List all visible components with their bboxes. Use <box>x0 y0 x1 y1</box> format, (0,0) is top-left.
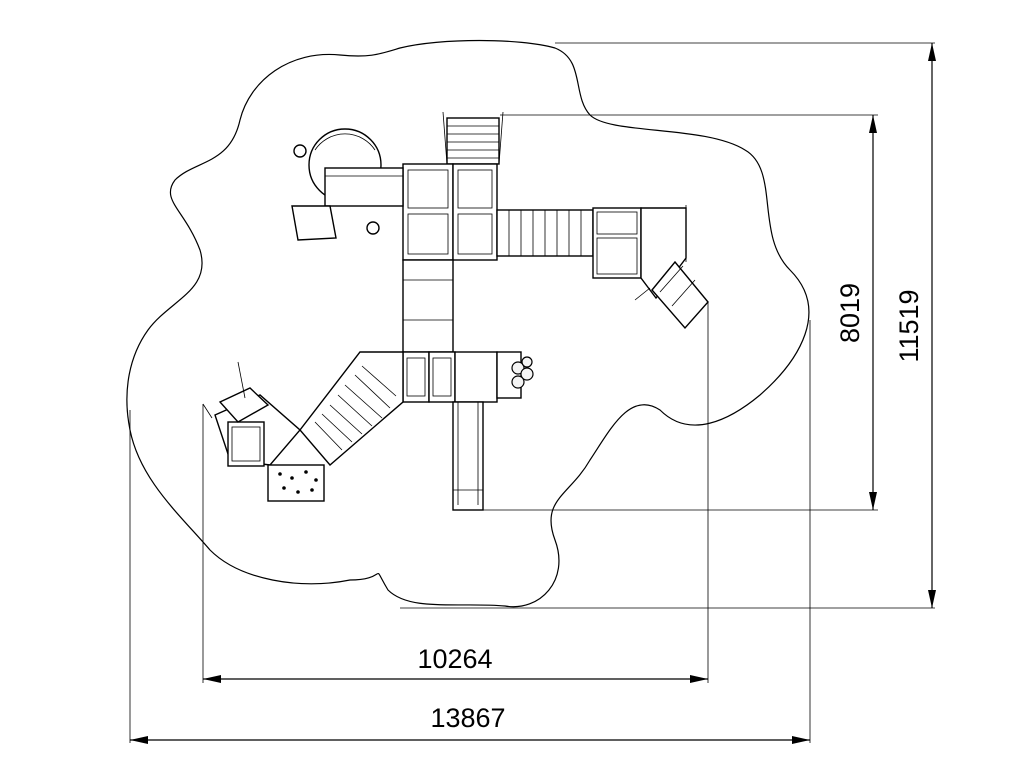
tube-slide <box>291 128 404 241</box>
extension-lines <box>129 42 935 743</box>
bottom-slide <box>452 401 484 511</box>
dimension-outer-height <box>928 43 936 608</box>
play-structure <box>202 111 709 511</box>
outer-height-label: 11519 <box>894 289 924 362</box>
lower-decks <box>402 351 522 403</box>
dimension-inner-height <box>869 115 877 510</box>
inner-height-label: 8019 <box>835 283 865 343</box>
wheel-panel <box>511 356 534 389</box>
deck-right <box>592 205 687 300</box>
dimension-outer-width <box>130 736 810 744</box>
inner-width-label: 10264 <box>417 644 492 674</box>
center-walkway <box>402 259 454 353</box>
outer-safety-zone <box>126 39 810 608</box>
deck-top-right <box>452 163 498 261</box>
diagonal-bridge <box>299 351 404 466</box>
deck-top-left <box>402 163 454 261</box>
outer-width-label: 13867 <box>430 703 505 733</box>
bridge-right <box>496 209 594 257</box>
top-ladder <box>442 111 504 165</box>
dimension-inner-width <box>203 675 708 683</box>
climbing-wall <box>267 464 325 502</box>
lower-left-tower <box>202 361 301 467</box>
